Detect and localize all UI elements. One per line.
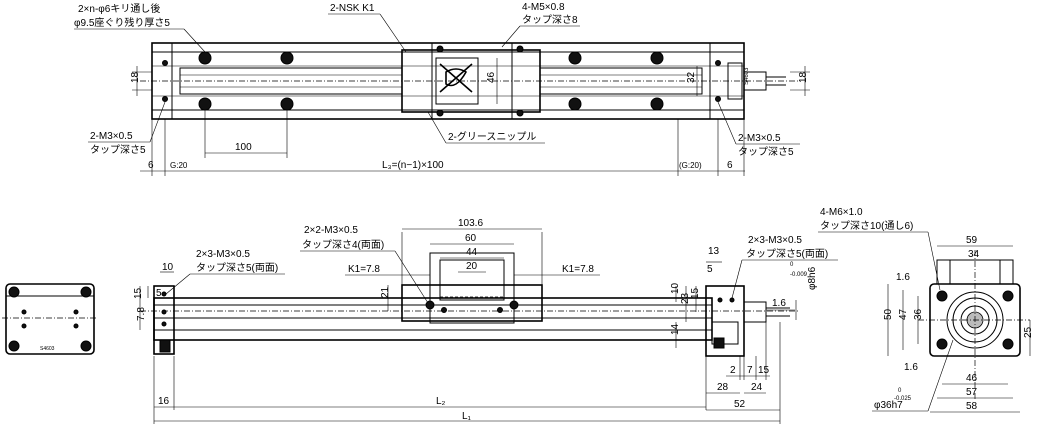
dim-34: 34	[968, 249, 980, 260]
callout-grease: 2-グリースニップル	[448, 130, 536, 143]
dim-k1-left: K1=7.8	[348, 264, 380, 275]
callout-nsk: 2-NSK K1	[330, 3, 375, 14]
end-view-label: S4603	[40, 346, 55, 352]
dim-23: 23	[680, 292, 691, 304]
dim-5-right: 5	[707, 264, 713, 275]
dim-47: 47	[898, 308, 909, 320]
pilot-dia: φ36h7	[874, 400, 903, 411]
dim-46: 46	[486, 71, 497, 83]
slider-block	[401, 49, 541, 113]
dim-28: 28	[717, 382, 729, 393]
dim-10-left: 10	[162, 262, 174, 273]
callout-m3-right-2: タップ深さ5(両面)	[746, 248, 828, 260]
dim-10-right: 10	[670, 282, 681, 294]
pilot-tol-top: 0	[898, 388, 902, 394]
shaft-tol-bottom: -0.009	[790, 272, 808, 278]
callout-m6-2: タップ深さ10(通し6)	[820, 220, 913, 232]
dim-7-8: 7.8	[136, 307, 147, 321]
counterbore-hole	[650, 51, 664, 65]
counterbore-hole	[568, 97, 582, 111]
dim-52: 52	[734, 399, 746, 410]
dim-100: 100	[235, 142, 252, 153]
callout-m3-left-2: タップ深さ5	[90, 144, 146, 156]
dim-g20-right: (G:20)	[679, 161, 702, 170]
dim-k1-right: K1=7.8	[562, 264, 594, 275]
counterbore-hole	[280, 97, 294, 111]
dim-57: 57	[966, 387, 978, 398]
callout-holes-1: 2×n-φ6キリ通し後	[78, 2, 160, 15]
counterbore-hole	[650, 97, 664, 111]
callout-m3-right-1: 2-M3×0.5	[738, 133, 781, 144]
dim-21: 21	[380, 286, 391, 298]
callout-m6-1: 4-M6×1.0	[820, 207, 863, 218]
dim-60: 60	[465, 233, 477, 244]
callout-m3-right-1: 2×3-M3×0.5	[748, 235, 802, 246]
dim-18-right: 18	[798, 71, 809, 83]
callout-holes-2: φ9.5座ぐり残り厚さ5	[74, 16, 170, 29]
dim-l2: L₂	[436, 396, 446, 407]
dim-1-6-bottom: 1.6	[904, 362, 918, 373]
dim-2: 2	[730, 365, 736, 376]
dim-16: 16	[158, 396, 170, 407]
counterbore-hole	[280, 51, 294, 65]
dim-50: 50	[883, 308, 894, 320]
dim-15-bottom: 15	[758, 365, 770, 376]
dim-25: 25	[1023, 326, 1034, 338]
shaft-tol-top: 0	[790, 262, 794, 268]
dim-1-6-top: 1.6	[896, 272, 910, 283]
dim-6-right: 6	[727, 160, 733, 171]
shaft-dia: φ8h6	[807, 266, 818, 290]
callout-m3-mid-2: タップ深さ4(両面)	[302, 239, 384, 251]
dim-15-right: 15	[690, 287, 701, 299]
dim-14: 14	[670, 323, 681, 335]
dim-18-left: 18	[130, 71, 141, 83]
dim-44: 44	[466, 247, 478, 258]
callout-m3-left-1: 2-M3×0.5	[90, 131, 133, 142]
dim-13: 13	[708, 246, 720, 257]
dim-1-6: 1.6	[772, 298, 786, 309]
callout-m3-left-2: タップ深さ5(両面)	[196, 262, 278, 274]
side-view: 59 34 1.6 50 47 36 25 1.6 46 57 58 0 -0.…	[818, 207, 1034, 413]
callout-m3-right-2: タップ深さ5	[738, 146, 794, 158]
dim-59: 59	[966, 235, 978, 246]
slider-table	[431, 42, 513, 120]
counterbore-hole	[198, 97, 212, 111]
dim-g20-left: G:20	[170, 161, 188, 170]
dim-7: 7	[747, 365, 753, 376]
counterbore-hole	[198, 51, 212, 65]
dim-36: 36	[913, 308, 924, 320]
dim-103-6: 103.6	[458, 218, 483, 229]
dim-32: 32	[686, 71, 697, 83]
dim-5-left: 5	[156, 288, 162, 299]
dim-6-left: 6	[148, 160, 154, 171]
callout-m3-mid-1: 2×2-M3×0.5	[304, 225, 358, 236]
front-slider	[401, 284, 543, 322]
motor-label: S4603	[744, 67, 750, 85]
end-view: S4603	[2, 283, 98, 355]
dim-l3: L₃=(n−1)×100	[382, 160, 444, 171]
top-view: S4603 18 18 46 32 100 6 G:20 L₃=(n−1)×10…	[74, 2, 810, 176]
callout-m3-left-1: 2×3-M3×0.5	[196, 249, 250, 260]
callout-m5-1: 4-M5×0.8	[522, 2, 565, 13]
dim-58: 58	[966, 401, 978, 412]
front-view: 103.6 60 44 20 K1=7.8 K1=7.8 21 10 15 7.…	[133, 218, 838, 424]
dim-15-left: 15	[133, 287, 144, 299]
callout-m5-2: タップ深さ8	[522, 14, 578, 26]
dim-20: 20	[466, 261, 478, 272]
pilot-tol-bottom: -0.025	[894, 396, 912, 402]
end-view-body	[5, 283, 95, 355]
dim-l1: L₁	[462, 411, 472, 422]
dim-24: 24	[751, 382, 763, 393]
counterbore-hole	[568, 51, 582, 65]
dim-46-side: 46	[966, 373, 978, 384]
